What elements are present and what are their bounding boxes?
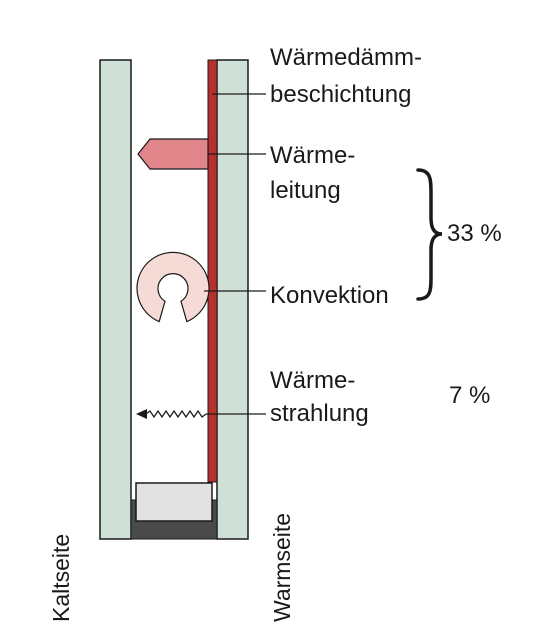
label-radiation-line2: strahlung [270, 400, 369, 427]
label-coating-line1: Wärmedämm- [270, 44, 423, 71]
cold-glass-pane [99, 59, 132, 540]
radiation-zigzag [145, 409, 207, 419]
convection-ring-icon [136, 251, 210, 323]
warm-glass-pane [216, 59, 249, 540]
curly-brace [416, 168, 443, 301]
label-conduction-line1: Wärme- [270, 142, 356, 169]
percent-bottom: 7 % [449, 382, 491, 409]
thermal-coating [207, 59, 218, 483]
conduction-arrow-icon [137, 138, 209, 170]
spacer-bar [135, 482, 213, 522]
percent-top: 33 % [447, 220, 502, 247]
label-convection: Konvektion [270, 282, 389, 309]
radiation-arrowhead-icon [136, 409, 147, 419]
label-cold-side: Kaltseite [48, 533, 74, 622]
label-conduction-line2: leitung [270, 177, 341, 204]
label-coating-line2: beschichtung [270, 81, 412, 108]
label-warm-side: Warmseite [269, 512, 295, 622]
label-radiation-line1: Wärme- [270, 367, 356, 394]
